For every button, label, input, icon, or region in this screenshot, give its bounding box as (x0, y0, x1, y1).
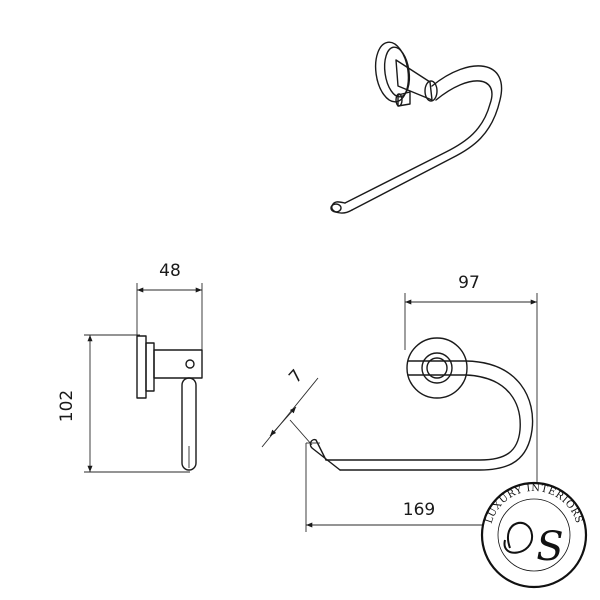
logo-monogram: S (536, 524, 563, 570)
dim-projection-label: 97 (458, 273, 480, 293)
towel-ring-front-view (261, 293, 538, 532)
towel-ring-side-view (84, 283, 203, 473)
dim-angle-label: 7 (285, 366, 307, 387)
dim-width-label: 169 (403, 500, 435, 520)
dim-height-label: 102 (57, 390, 77, 422)
dim-depth-label: 48 (159, 261, 181, 281)
towel-ring-perspective-view (330, 41, 503, 214)
luxury-interiors-logo-icon: LUXURY INTERIORS S (480, 481, 588, 589)
